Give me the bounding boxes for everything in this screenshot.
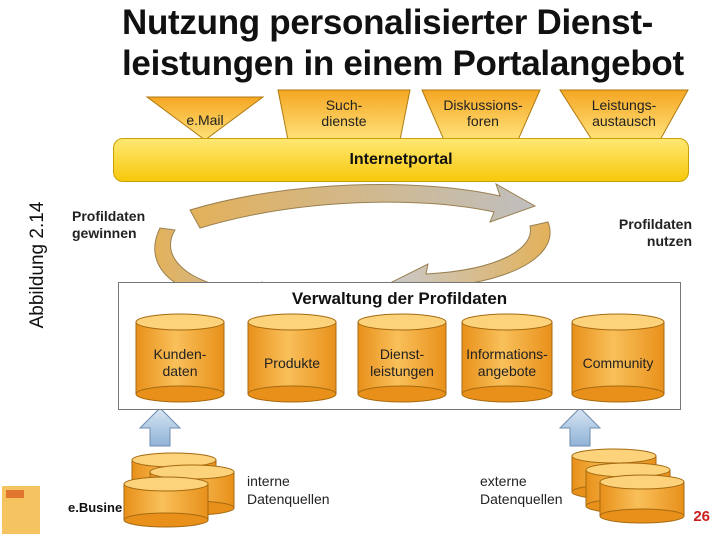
service-label-search: Such-dienste (321, 97, 367, 129)
external-feed-arrow (558, 407, 602, 447)
page-title: Nutzung personalisierter Dienst-leistung… (122, 3, 684, 83)
db-cylinder-services (357, 313, 447, 403)
footer-brand-text: e.Busine (68, 500, 123, 515)
internal-source-stack (123, 452, 235, 528)
service-label-forums: Diskussions-foren (443, 97, 523, 129)
db-cylinder-information (461, 313, 553, 403)
db-label-community: Community (582, 355, 654, 371)
db-label-products: Produkte (263, 355, 321, 371)
internet-portal-bar: Internetportal (113, 138, 689, 182)
db-label-customers: Kunden-daten (153, 346, 207, 379)
profile-management-title: Verwaltung der Profildaten (291, 289, 508, 308)
db-cylinder-community (571, 313, 665, 403)
service-label-email: e.Mail (186, 112, 224, 128)
internet-portal-label: Internetportal (349, 151, 453, 168)
service-label-exchange: Leistungs-austausch (591, 97, 657, 129)
footer-logo-band (44, 488, 114, 528)
service-funnel-email (145, 96, 265, 141)
page-number: 26 (693, 508, 710, 525)
db-cylinder-products (247, 313, 337, 403)
gain-profile-arrow (189, 182, 537, 229)
db-label-information: Informations-angebote (466, 346, 548, 379)
db-label-services: Dienst-leistungen (370, 346, 434, 379)
logo-stripe (6, 490, 24, 498)
db-cylinder-customers (135, 313, 225, 403)
internal-feed-arrow (138, 407, 182, 447)
external-source-stack (571, 448, 685, 524)
